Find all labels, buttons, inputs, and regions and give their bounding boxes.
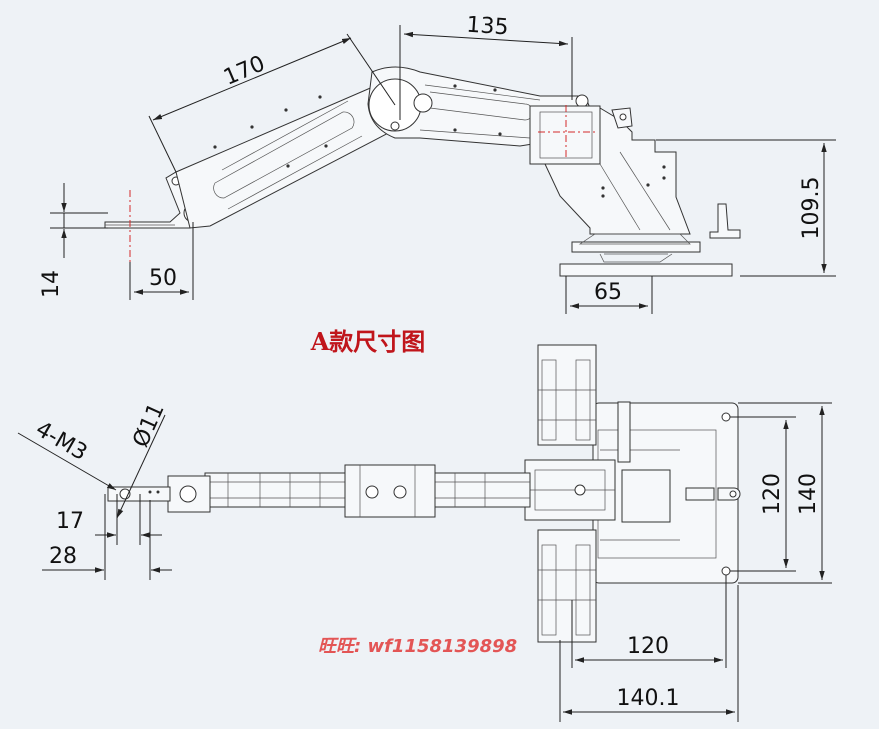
dim-14-label: 14 [39, 270, 64, 298]
drawing-caption: A款尺寸图 [310, 327, 426, 356]
dim-50-label: 50 [149, 266, 177, 291]
dim-120-horizontal-label: 120 [627, 634, 669, 659]
forearm-link [175, 85, 399, 229]
watermark-text: 旺旺: wf1158139898 [318, 636, 517, 657]
dimension-109-5: 109.5 [656, 139, 836, 277]
hub-top [524, 459, 616, 521]
dimension-120-horizontal: 120 [571, 575, 727, 668]
dimension-140-vertical: 140 [738, 402, 832, 584]
dimension-50: 50 [129, 222, 194, 300]
dim-phi11-label: Ø11 [128, 400, 169, 452]
dimension-m3: 4-M3 [17, 417, 117, 491]
dimension-28: 28 [42, 494, 172, 580]
dim-140-vertical-label: 140 [796, 473, 821, 515]
dimension-65: 65 [565, 276, 653, 314]
dim-28-label: 28 [49, 544, 77, 569]
dim-170-label: 170 [220, 51, 268, 90]
side-view-center-lines [129, 105, 595, 262]
dim-109-5-label: 109.5 [799, 177, 824, 240]
dim-140-1-label: 140.1 [617, 686, 680, 711]
arm-links-top [204, 464, 531, 518]
top-view: 4-M3 Ø11 17 28 120 [17, 344, 832, 722]
servo-stack-lower [537, 529, 597, 643]
end-effector-top [107, 475, 211, 513]
base-tower [529, 105, 741, 277]
dimension-135: 135 [399, 13, 573, 120]
dimension-140-1: 140.1 [559, 585, 739, 722]
dim-17-label: 17 [56, 509, 84, 534]
side-view: 170 135 109.5 14 [39, 13, 836, 314]
dimension-120-vertical: 120 [730, 416, 796, 572]
dimension-14: 14 [39, 183, 108, 298]
servo-stack-upper [537, 344, 631, 463]
dim-65-label: 65 [594, 280, 622, 305]
dim-120-vertical-label: 120 [760, 473, 785, 515]
dimension-17: 17 [56, 494, 162, 545]
dim-135-label: 135 [466, 13, 510, 41]
